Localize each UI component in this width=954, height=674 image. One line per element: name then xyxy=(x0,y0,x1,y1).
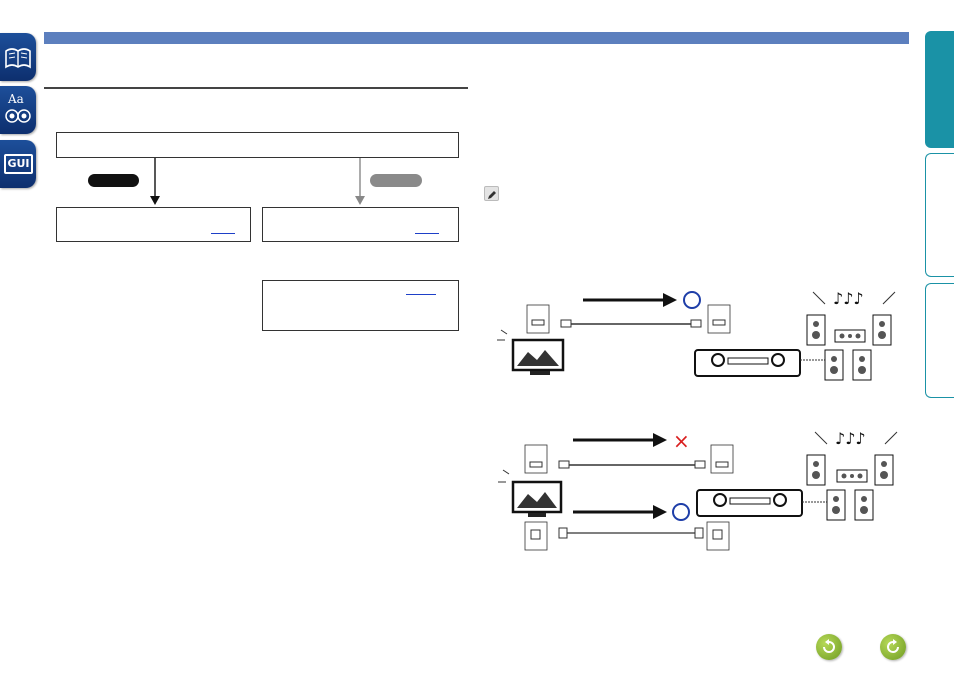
connection-diagram-hdmi-optical: × ♪♪♪ xyxy=(498,429,898,551)
index-button[interactable]: Aa xyxy=(0,86,36,134)
index-label: Aa xyxy=(8,92,24,106)
contents-button[interactable] xyxy=(0,33,36,81)
section-divider xyxy=(44,87,468,89)
gui-button[interactable]: GUI xyxy=(0,140,36,188)
svg-text:♪♪♪: ♪♪♪ xyxy=(833,289,864,308)
flow-box-right-lower xyxy=(262,280,459,331)
forward-button[interactable] xyxy=(880,634,906,660)
flow-label-yes xyxy=(88,174,139,187)
svg-text:♪♪♪: ♪♪♪ xyxy=(835,429,866,448)
right-tab-3[interactable] xyxy=(925,283,954,398)
flow-box-right xyxy=(262,207,459,242)
connection-diagram-hdmi: ♪♪♪ xyxy=(497,289,896,381)
ok-circle-icon xyxy=(683,291,701,309)
back-button[interactable] xyxy=(816,634,842,660)
forward-arrow-icon xyxy=(887,639,899,653)
note-pencil-icon xyxy=(484,186,499,201)
back-arrow-icon xyxy=(823,639,835,653)
flow-arrow-right xyxy=(355,158,365,205)
ok-circle-icon-2 xyxy=(672,503,690,521)
speakers-icon xyxy=(5,109,31,123)
page-link-right[interactable] xyxy=(415,233,439,234)
gui-screen-icon: GUI xyxy=(4,154,33,174)
flow-label-no xyxy=(370,174,422,187)
flow-top-box xyxy=(56,132,459,158)
flow-arrow-left xyxy=(150,158,160,205)
right-tab-2[interactable] xyxy=(925,153,954,277)
flow-box-left xyxy=(56,207,251,242)
page-link-left[interactable] xyxy=(211,233,235,234)
header-bar xyxy=(44,32,909,44)
right-tab-1[interactable] xyxy=(925,31,954,148)
page-link-right-lower[interactable] xyxy=(406,294,436,295)
open-book-icon xyxy=(5,48,31,69)
cross-mark-icon: × xyxy=(673,429,690,453)
